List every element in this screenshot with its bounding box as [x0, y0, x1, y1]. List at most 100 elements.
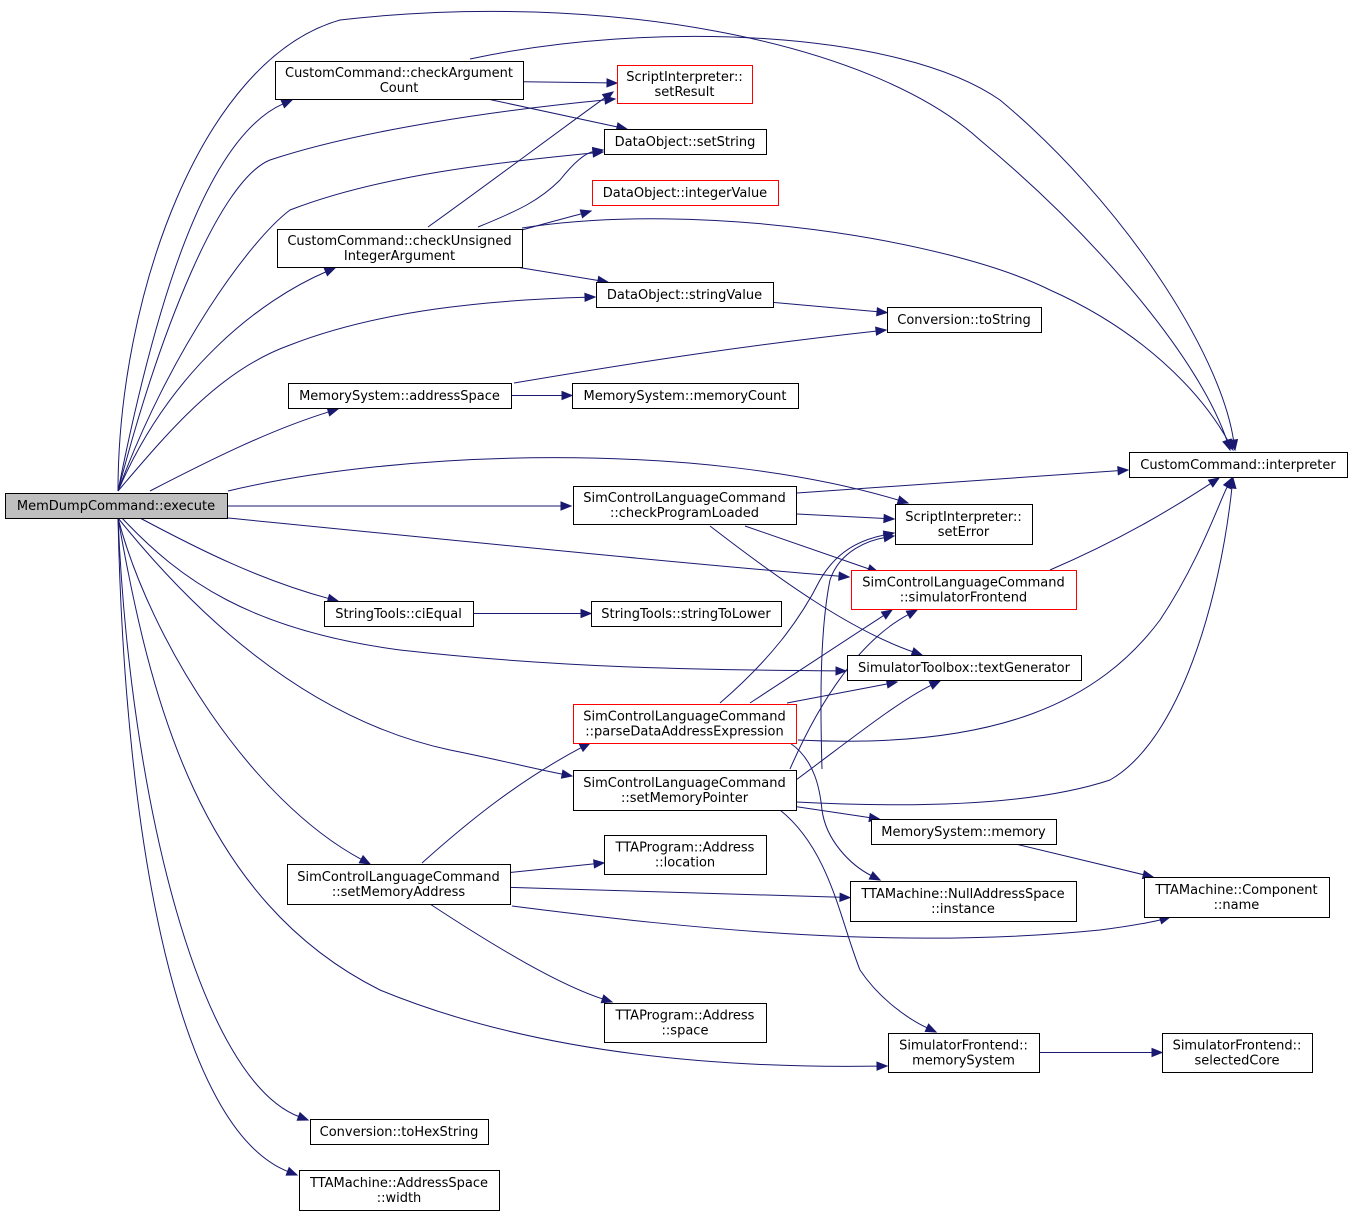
node-simulatorFrontend[interactable]: SimControlLanguageCommand::simulatorFron… [851, 570, 1077, 610]
node-location[interactable]: TTAProgram::Address::location [604, 835, 767, 875]
edge-arrowhead [868, 871, 882, 881]
node-box [324, 601, 474, 627]
node-box [287, 864, 511, 905]
node-memorySystem[interactable]: SimulatorFrontend::memorySystem [888, 1033, 1040, 1073]
edge-arrowhead [876, 1061, 889, 1071]
edge-line [709, 525, 914, 653]
edge-checkUnsigned-to-setString [477, 146, 605, 228]
node-label: SimulatorToolbox::textGenerator [858, 661, 1071, 676]
edge-line [797, 485, 1229, 742]
edge-line [117, 271, 327, 492]
edge-memorySystem-to-selectedCore [1039, 1047, 1164, 1058]
node-toString[interactable]: Conversion::toString [887, 307, 1042, 333]
edge-execute-to-setMemoryPointer [117, 517, 574, 779]
node-label: SimControlLanguageCommand [583, 776, 786, 791]
node-box [275, 61, 524, 100]
node-box [1129, 452, 1348, 478]
edge-line [820, 537, 886, 770]
node-label: SimControlLanguageCommand [583, 710, 786, 725]
edge-arrowhead [838, 571, 851, 581]
edge-execute-to-setResult [117, 95, 617, 492]
node-integerValue[interactable]: DataObject::integerValue [592, 180, 779, 206]
edge-line [772, 301, 879, 313]
edge-line [149, 411, 330, 492]
node-setError[interactable]: ScriptInterpreter::setError [895, 504, 1033, 545]
edge-execute-to-checkUnsigned [117, 267, 337, 492]
edge-arrowhead [896, 495, 910, 505]
node-label: TTAProgram::Address [615, 1009, 755, 1024]
edge-line [515, 266, 600, 282]
edge-checkUnsigned-to-setResult [427, 91, 615, 228]
edge-arrowhead [561, 390, 574, 401]
node-memoryCount[interactable]: MemorySystem::memoryCount [572, 383, 799, 409]
edge-line [796, 513, 886, 519]
edge-setMemoryPointer-to-simulatorFrontend [789, 609, 919, 770]
edge-checkProgramLoaded-to-interpreter [796, 466, 1130, 494]
edge-line [117, 296, 587, 492]
edge-line [487, 98, 619, 128]
node-box [573, 486, 797, 525]
edge-line [796, 470, 1120, 494]
node-parseData[interactable]: SimControlLanguageCommand::parseDataAddr… [573, 704, 797, 744]
edge-arrowhead [280, 99, 294, 109]
edge-line [521, 218, 1230, 443]
node-memory[interactable]: MemorySystem::memory [871, 819, 1057, 845]
edge-parseData-to-textGenerator [786, 679, 899, 704]
node-box [572, 383, 799, 409]
node-stringValue[interactable]: DataObject::stringValue [596, 282, 774, 308]
node-space[interactable]: TTAProgram::Address::space [604, 1003, 767, 1043]
node-label: CustomCommand::checkArgument [285, 66, 513, 81]
node-ciEqual[interactable]: StringTools::ciEqual [324, 601, 474, 627]
node-label: ::simulatorFrontend [900, 591, 1027, 606]
node-setResult[interactable]: ScriptInterpreter::setResult [617, 65, 753, 104]
node-nullAddressSpace[interactable]: TTAMachine::NullAddressSpace::instance [850, 881, 1077, 922]
node-selectedCore[interactable]: SimulatorFrontend::selectedCore [1162, 1033, 1313, 1073]
node-textGenerator[interactable]: SimulatorToolbox::textGenerator [847, 655, 1082, 681]
edge-execute-to-addressSpaceWidth [117, 517, 299, 1176]
node-execute[interactable]: MemDumpCommand::execute [5, 493, 228, 519]
edge-execute-to-checkArgumentCount [117, 99, 294, 492]
edge-arrowhead [593, 859, 606, 869]
edge-arrowhead [910, 647, 924, 657]
edge-arrowhead [326, 407, 340, 417]
node-label: DataObject::stringValue [607, 288, 762, 303]
edge-line [117, 10, 1228, 492]
node-label: MemorySystem::memory [881, 825, 1046, 840]
node-label: SimulatorFrontend:: [899, 1039, 1028, 1054]
node-label: ::parseDataAddressExpression [585, 725, 783, 740]
edge-arrowhead [880, 609, 894, 620]
node-setMemoryPointer[interactable]: SimControlLanguageCommand::setMemoryPoin… [573, 770, 797, 811]
edge-line [795, 684, 933, 781]
edge-line [117, 517, 564, 775]
edge-arrowhead [928, 680, 942, 690]
node-addressSpaceWidth[interactable]: TTAMachine::AddressSpace::width [299, 1170, 500, 1211]
edge-arrowhead [876, 306, 889, 317]
edge-line [789, 613, 910, 770]
node-interpreter[interactable]: CustomCommand::interpreter [1129, 452, 1348, 478]
edge-line [1049, 482, 1212, 571]
node-label: setResult [654, 85, 714, 100]
edge-line [779, 809, 929, 1029]
node-box [604, 1003, 767, 1043]
node-label: ::setMemoryPointer [621, 791, 749, 806]
edge-execute-to-simulatorFrontend [227, 517, 851, 581]
node-addressSpace[interactable]: MemorySystem::addressSpace [288, 383, 512, 409]
node-toHexString[interactable]: Conversion::toHexString [310, 1119, 489, 1145]
node-label: ::location [655, 856, 715, 871]
node-checkUnsigned[interactable]: CustomCommand::checkUnsignedIntegerArgum… [277, 229, 523, 268]
node-setString[interactable]: DataObject::setString [604, 129, 767, 155]
edge-stringValue-to-toString [772, 301, 889, 317]
edge-execute-to-ciEqual [139, 517, 340, 603]
edge-arrowhead [601, 91, 615, 102]
node-componentName[interactable]: TTAMachine::Component::name [1144, 877, 1330, 918]
edge-arrowhead [296, 1111, 310, 1121]
node-box [888, 1033, 1040, 1073]
edge-arrowhead [591, 146, 605, 157]
node-box [1162, 1033, 1313, 1073]
node-checkProgramLoaded[interactable]: SimControlLanguageCommand::checkProgramL… [573, 486, 797, 525]
node-setMemoryAddress[interactable]: SimControlLanguageCommand::setMemoryAddr… [287, 864, 511, 905]
edge-line [139, 517, 330, 600]
edge-arrowhead [1151, 1047, 1164, 1058]
node-stringToLower[interactable]: StringTools::stringToLower [591, 601, 782, 627]
